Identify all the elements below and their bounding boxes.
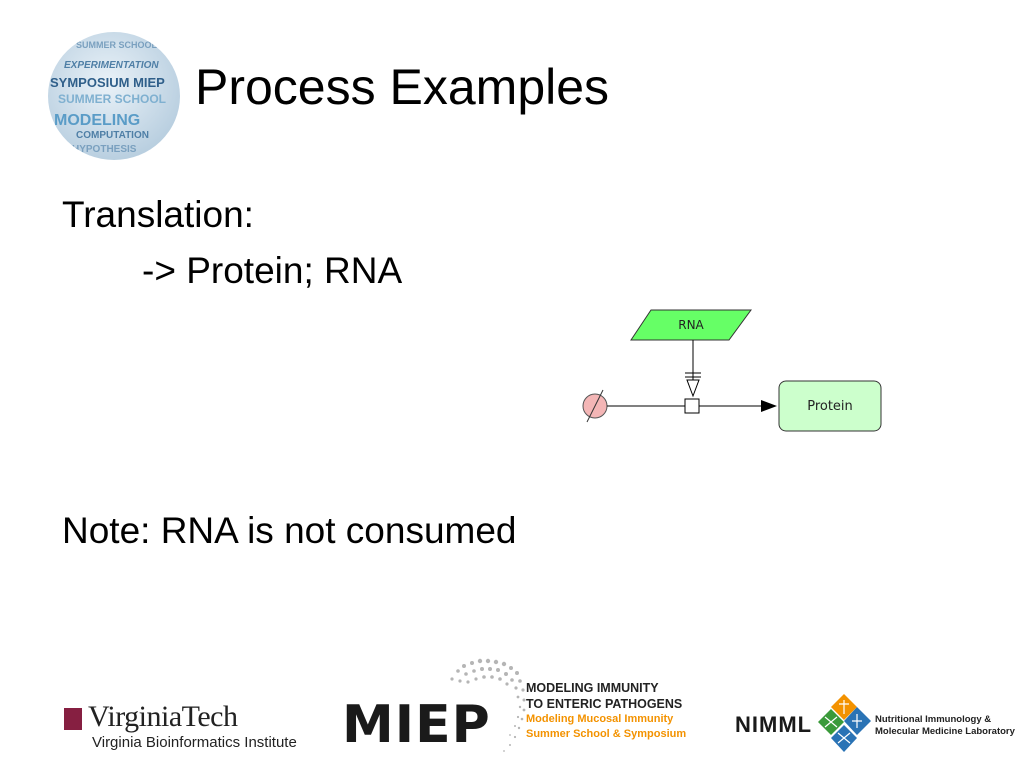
miep-wordmark: MIEP <box>342 695 491 755</box>
vt-shield-icon <box>64 708 82 730</box>
summer-school-globe-logo: SUMMER SCHOOL EXPERIMENTATION SYMPOSIUM … <box>48 32 180 160</box>
svg-text:SUMMER SCHOOL: SUMMER SCHOOL <box>58 92 166 106</box>
translation-label: Translation: <box>62 194 254 235</box>
modifier-arc-head <box>686 379 700 398</box>
protein-product-label: Protein <box>807 399 853 414</box>
empty-set-slash <box>586 389 604 423</box>
process-node <box>684 398 700 414</box>
production-arc-head <box>761 400 777 412</box>
vt-wordmark: VirginiaTech <box>88 700 238 733</box>
nimml-line-1: Nutritional Immunology & <box>875 714 992 725</box>
svg-text:COMPUTATION: COMPUTATION <box>76 130 149 141</box>
miep-dot-arc-icon <box>450 658 526 752</box>
miep-line-4: Summer School & Symposium <box>526 728 687 740</box>
svg-text:SYMPOSIUM MIEP: SYMPOSIUM MIEP <box>50 75 165 90</box>
virginia-tech-logo: VirginiaTech Virginia Bioinformatics Ins… <box>60 700 320 756</box>
svg-text:MODELING: MODELING <box>54 112 140 129</box>
slide-title: Process Examples <box>195 59 610 115</box>
svg-text:EXPERIMENTATION: EXPERIMENTATION <box>64 60 159 71</box>
svg-text:SUMMER SCHOOL: SUMMER SCHOOL <box>76 40 158 50</box>
nimml-logo: NIMML Nutritional Immunology & Molecular… <box>735 690 1015 760</box>
miep-logo: MIEP MODELING IMMUNITY TO ENTERIC PATHOG… <box>340 655 710 755</box>
nimml-diamond-icon <box>818 694 871 752</box>
vt-subtitle: Virginia Bioinformatics Institute <box>92 734 297 751</box>
miep-line-2: TO ENTERIC PATHOGENS <box>526 697 683 711</box>
svg-text:HYPOTHESIS: HYPOTHESIS <box>72 144 137 155</box>
miep-line-1: MODELING IMMUNITY <box>526 681 659 695</box>
reaction-text: -> Protein; RNA <box>142 250 403 291</box>
miep-line-3: Modeling Mucosal Immunity <box>526 713 674 725</box>
rna-modifier-node <box>630 309 752 341</box>
nimml-wordmark: NIMML <box>735 712 813 737</box>
rna-modifier-label: RNA <box>678 318 704 332</box>
translation-process-diagram: RNA Protein <box>582 309 882 432</box>
note-text: Note: RNA is not consumed <box>62 510 517 551</box>
protein-product-node <box>778 380 882 432</box>
nimml-line-2: Molecular Medicine Laboratory <box>875 726 1015 737</box>
